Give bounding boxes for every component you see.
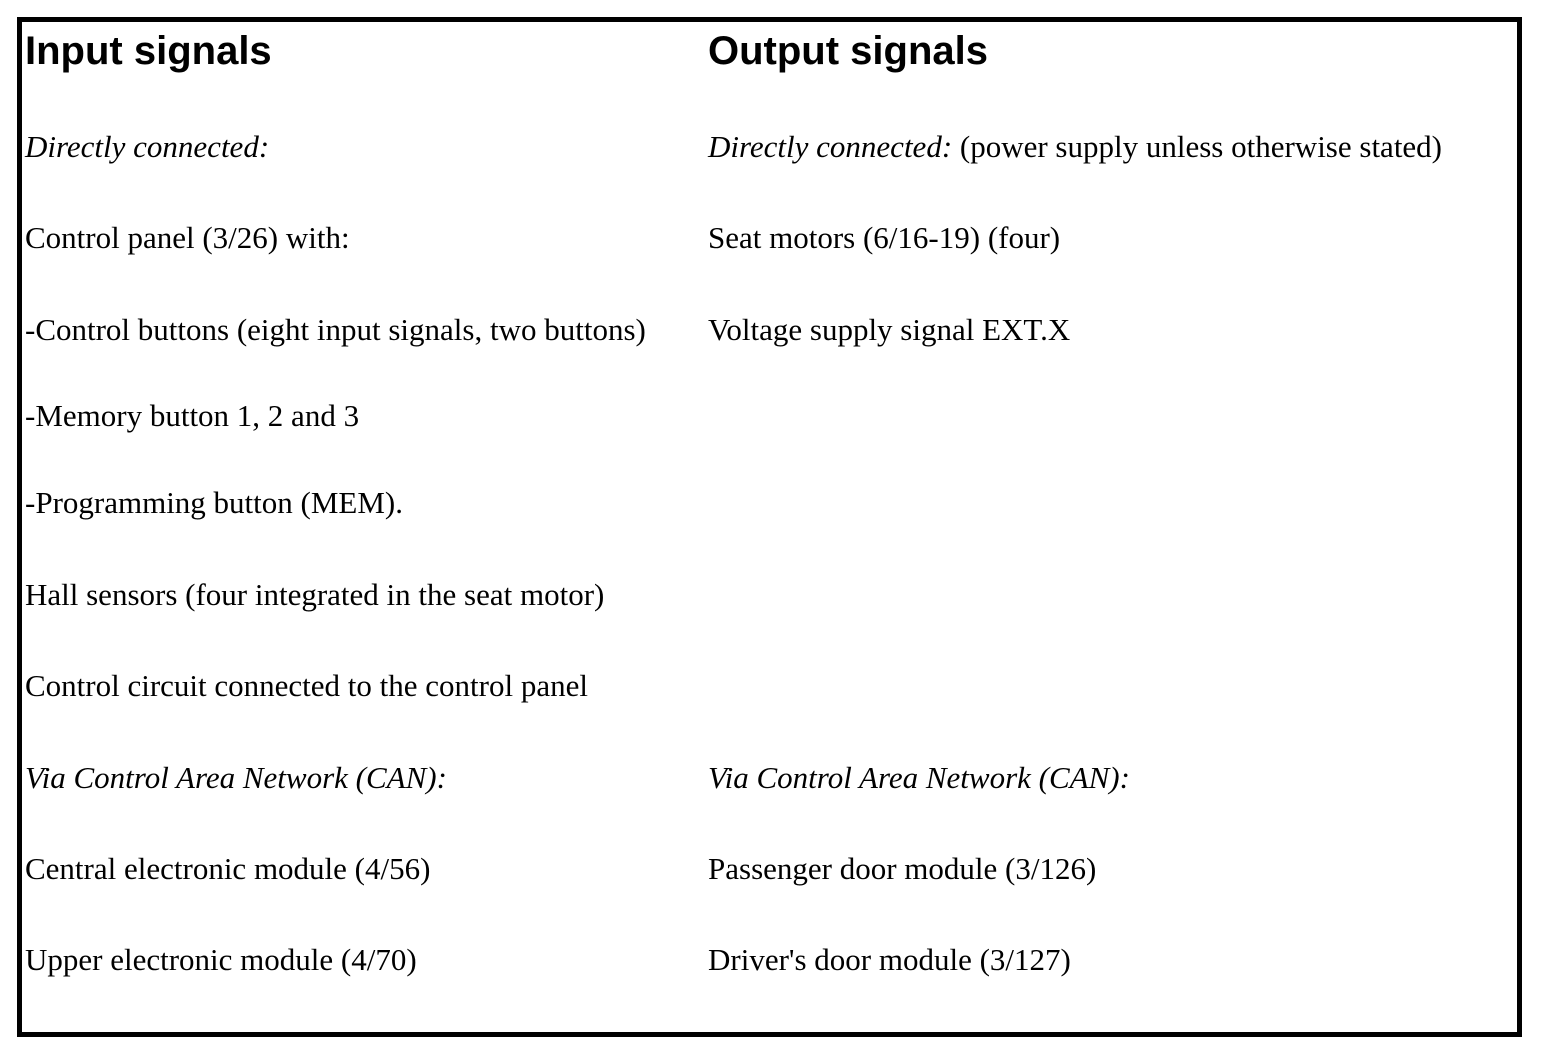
input-item-control-panel: Control panel (3/26) with: (25, 220, 350, 255)
signals-table-frame (17, 17, 1522, 1037)
input-item-control-buttons: -Control buttons (eight input signals, t… (25, 312, 646, 347)
input-item-memory-button: -Memory button 1, 2 and 3 (25, 398, 360, 433)
input-can-label: Via Control Area Network (CAN): (25, 760, 447, 795)
output-item-seat-motors: Seat motors (6/16-19) (four) (708, 220, 1061, 255)
output-can-label: Via Control Area Network (CAN): (708, 760, 1130, 795)
output-direct-line: Directly connected: (power supply unless… (708, 131, 1442, 162)
output-signals-heading: Output signals (708, 29, 988, 73)
input-item-hall-sensors: Hall sensors (four integrated in the sea… (25, 577, 605, 612)
output-can-item-driver-door: Driver's door module (3/127) (708, 942, 1071, 977)
input-can-item-upper-module: Upper electronic module (4/70) (25, 942, 417, 977)
input-direct-label: Directly connected: (25, 129, 270, 164)
input-can-item-central-module: Central electronic module (4/56) (25, 851, 431, 886)
output-item-voltage-supply: Voltage supply signal EXT.X (708, 312, 1071, 347)
input-item-control-circuit: Control circuit connected to the control… (25, 668, 588, 703)
input-signals-heading: Input signals (25, 29, 272, 73)
output-can-item-passenger-door: Passenger door module (3/126) (708, 851, 1097, 886)
output-direct-label: Directly connected: (708, 129, 953, 164)
output-direct-note: (power supply unless otherwise stated) (952, 129, 1443, 164)
input-item-programming-button: -Programming button (MEM). (25, 485, 403, 520)
